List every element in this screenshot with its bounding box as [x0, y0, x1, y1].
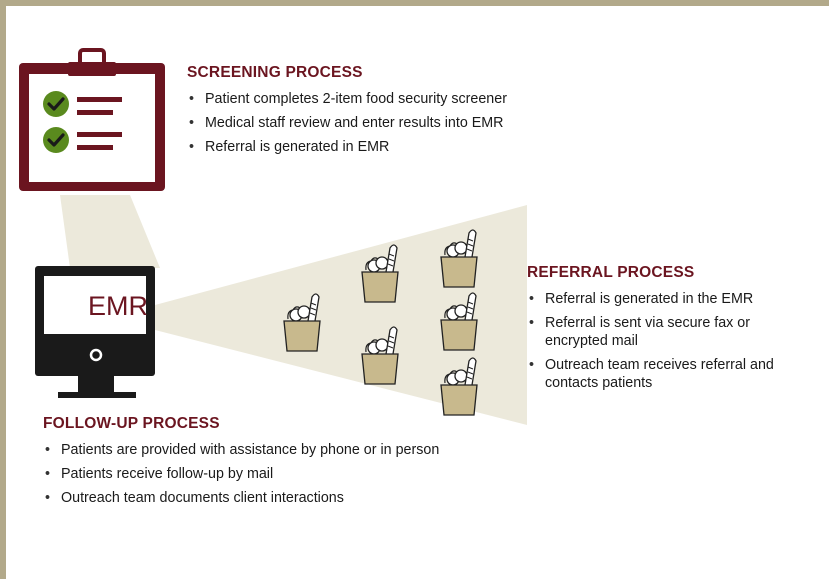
monitor-label: EMR	[88, 291, 148, 321]
check-icon	[43, 127, 69, 153]
referral-title: REFERRAL PROCESS	[527, 264, 695, 281]
referral-list: Referral is generated in the EMR Referra…	[527, 290, 807, 392]
clipboard-beam	[60, 195, 160, 268]
list-item: Medical staff review and enter results i…	[187, 114, 532, 132]
list-item: Referral is generated in the EMR	[527, 290, 807, 308]
screening-section: SCREENING PROCESS Patient completes 2-it…	[187, 64, 532, 162]
followup-section: FOLLOW-UP PROCESS Patients are provided …	[43, 415, 463, 513]
check-icon	[43, 91, 69, 117]
screening-title: SCREENING PROCESS	[187, 64, 363, 81]
screening-list: Patient completes 2-item food security s…	[187, 90, 532, 156]
list-item: Referral is generated in EMR	[187, 138, 532, 156]
followup-list: Patients are provided with assistance by…	[43, 441, 463, 507]
clipboard-icon	[19, 48, 165, 191]
list-item: Referral is sent via secure fax or encry…	[527, 314, 807, 350]
list-item: Patients receive follow-up by mail	[43, 465, 463, 483]
list-item: Patients are provided with assistance by…	[43, 441, 463, 459]
list-item: Patient completes 2-item food security s…	[187, 90, 532, 108]
monitor-icon	[35, 266, 155, 398]
referral-section: REFERRAL PROCESS Referral is generated i…	[527, 264, 807, 398]
list-item: Outreach team documents client interacti…	[43, 489, 463, 507]
referral-beam	[155, 205, 527, 425]
list-item: Outreach team receives referral and cont…	[527, 356, 807, 392]
followup-title: FOLLOW-UP PROCESS	[43, 415, 220, 432]
